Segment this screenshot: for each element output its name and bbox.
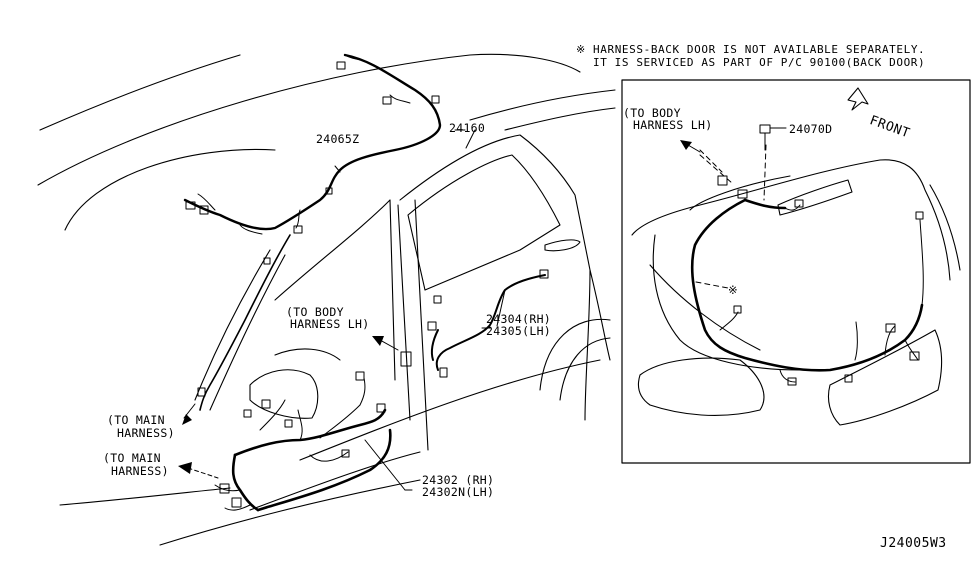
back-door-harness (690, 198, 924, 372)
inset-body-arrow (687, 144, 701, 153)
to-main-harness-1-a: (TO MAIN (107, 413, 165, 427)
floor-harness-branches (214, 377, 366, 511)
part-number-24070d: 24070D (789, 122, 833, 136)
rear-door-connectors (400, 269, 549, 378)
to-body-harness-lh-left-2: HARNESS LH) (290, 317, 370, 331)
note-line-2: IT IS SERVICED AS PART OF P/C 90100(BACK… (593, 56, 926, 69)
inset-asterisk-marker: ※ (728, 283, 738, 297)
roof-harness-thin (197, 54, 411, 235)
floor-connectors (219, 371, 386, 508)
roof-harness (183, 53, 442, 231)
roof-connectors (185, 61, 440, 397)
inset-frame (621, 79, 971, 464)
to-body-harness-lh-inset-2: HARNESS LH) (633, 118, 713, 132)
arrows (183, 129, 506, 491)
to-main-harness-2-a: (TO MAIN (103, 451, 161, 465)
inset-dashed-guides (695, 144, 767, 289)
note-line-1: ※ HARNESS-BACK DOOR IS NOT AVAILABLE SEP… (576, 43, 926, 56)
to-body-harness-lh-left-1: (TO BODY (286, 305, 344, 319)
vehicle-body-outline (37, 53, 616, 546)
part-number-24302n: 24302N(LH) (422, 485, 495, 499)
back-door-connectors (717, 175, 924, 386)
inset-tailgate-outline (631, 159, 961, 426)
to-body-harness-lh-inset-1: (TO BODY (623, 106, 681, 120)
to-main-harness-1-b: HARNESS) (117, 426, 175, 440)
rear-door-harness (430, 274, 546, 371)
part-number-24304: 24304(RH) (486, 312, 552, 326)
part-number-24305: 24305(LH) (486, 324, 552, 338)
back-door-harness-branches (719, 204, 924, 383)
part-number-24065z: 24065Z (316, 132, 360, 146)
part-number-24160: 24160 (449, 121, 486, 135)
to-main-harness-2-b: HARNESS) (111, 464, 169, 478)
part-number-24302: 24302 (RH) (422, 473, 495, 487)
diagram-code: J24005W3 (880, 536, 947, 551)
arrow-heads (178, 336, 384, 474)
bolt-24070d (759, 124, 787, 151)
inset-body-arrowhead (680, 140, 692, 150)
front-arrow (847, 87, 869, 111)
floor-harness (231, 408, 392, 512)
a-pillar-harness (199, 234, 291, 411)
